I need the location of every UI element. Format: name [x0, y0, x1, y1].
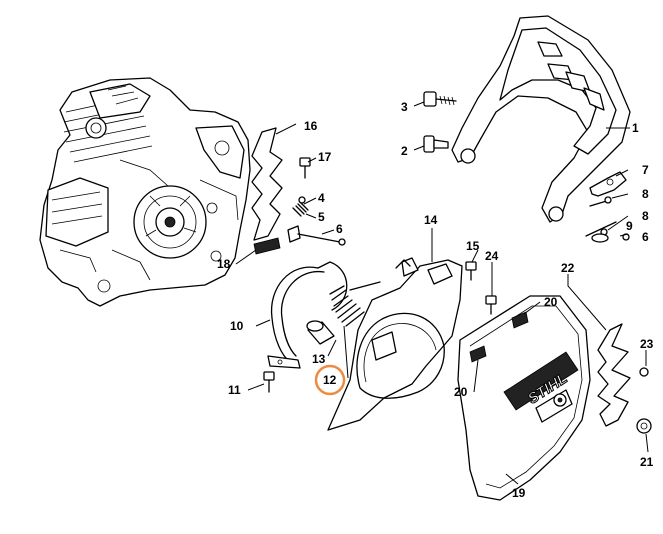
callout-20-upper[interactable]: 20: [544, 295, 558, 309]
callout-21[interactable]: 21: [640, 455, 654, 469]
callout-24[interactable]: 24: [485, 249, 499, 263]
engine-assembly: [39, 77, 251, 307]
washer-9: [591, 233, 609, 243]
callout-3[interactable]: 3: [401, 100, 408, 114]
callout-2[interactable]: 2: [401, 144, 408, 158]
nut-21: [636, 418, 652, 434]
screw-11: [263, 371, 275, 393]
callout-16[interactable]: 16: [304, 119, 318, 133]
bracket-16: [251, 127, 283, 241]
brake-band-10: [267, 261, 348, 369]
rail-18: [253, 237, 281, 255]
pin-2: [423, 135, 449, 153]
callout-13[interactable]: 13: [312, 352, 326, 366]
rod-8-upper: [589, 196, 612, 207]
leader-lines: [235, 101, 649, 485]
callout-9[interactable]: 9: [626, 219, 633, 233]
callout-14[interactable]: 14: [424, 213, 438, 227]
callout-23[interactable]: 23: [640, 337, 654, 351]
spring-12: [329, 281, 381, 327]
callout-18[interactable]: 18: [217, 257, 231, 271]
callout-1[interactable]: 1: [632, 121, 639, 135]
callout-7[interactable]: 7: [642, 163, 649, 177]
callout-22[interactable]: 22: [561, 261, 575, 275]
callout-15[interactable]: 15: [466, 239, 480, 253]
stihl-logo: [503, 351, 579, 411]
callout-4[interactable]: 4: [318, 191, 325, 205]
callout-11[interactable]: 11: [228, 383, 241, 397]
callout-10[interactable]: 10: [230, 319, 244, 333]
callout-20-lower[interactable]: 20: [454, 385, 468, 399]
callout-17[interactable]: 17: [318, 150, 332, 164]
chain-sprocket-cover-19: STIHL: [457, 295, 591, 501]
sprocket-cover-14: [327, 257, 463, 431]
bolt-6-left: [287, 225, 346, 246]
screw-15: [465, 261, 477, 281]
sleeve-13: [306, 320, 335, 345]
screw-3: [423, 91, 457, 107]
deflector-23: [597, 323, 631, 427]
lever-7: [589, 171, 627, 197]
screw-24: [485, 295, 497, 315]
nut-23: [639, 367, 649, 377]
callout-6-right[interactable]: 6: [642, 230, 649, 244]
callout-8-lower[interactable]: 8: [642, 209, 649, 223]
highlight-ring-12: [314, 364, 346, 396]
callout-labels: 1 2 3 4 5 6 6 7 8 8 9 10 11 12 13 14 15 …: [217, 100, 654, 500]
callout-19[interactable]: 19: [512, 486, 526, 500]
callout-8-upper[interactable]: 8: [642, 187, 649, 201]
callout-12[interactable]: 12: [323, 373, 337, 387]
screw-17: [299, 157, 311, 179]
callout-6-left[interactable]: 6: [336, 222, 343, 236]
spring-5: [292, 196, 309, 217]
hand-guard: [451, 15, 631, 223]
callout-5[interactable]: 5: [318, 210, 325, 224]
